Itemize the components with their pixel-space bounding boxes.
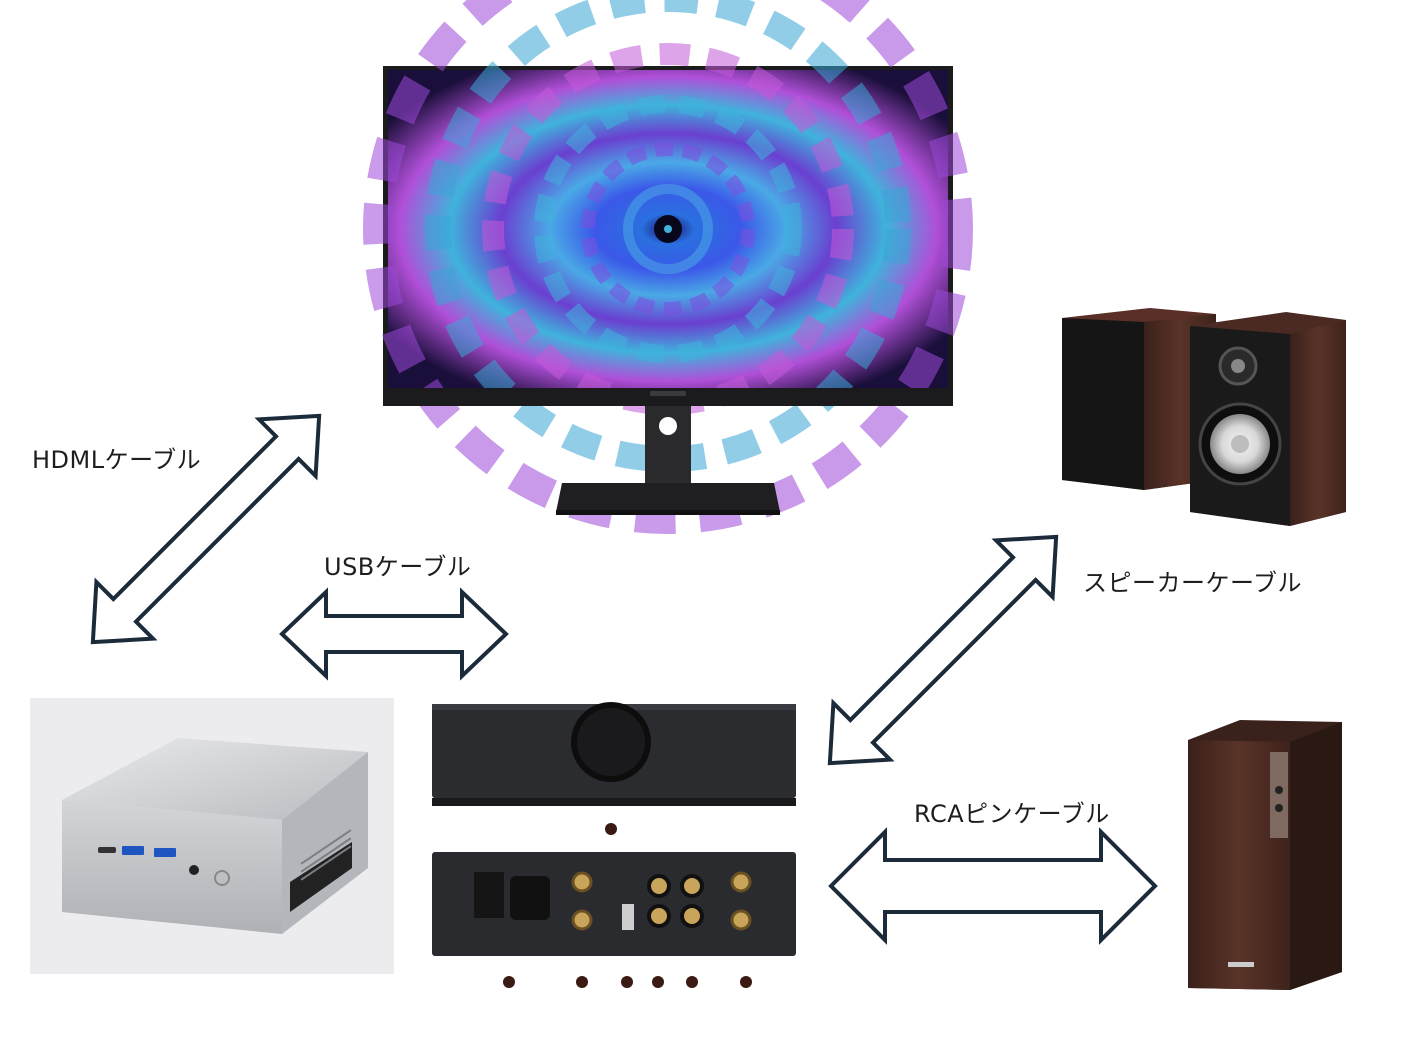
callout-markers	[503, 976, 752, 988]
hdmi-cable-label: HDMLケーブル	[32, 446, 202, 474]
rca-cable-label: RCAピンケーブル	[914, 800, 1110, 828]
speaker-cable-label: スピーカーケーブル	[1083, 569, 1303, 597]
kaleidoscope-pattern	[363, 0, 973, 534]
tower-speaker-icon	[1188, 720, 1342, 990]
usb-cable-label: USBケーブル	[324, 553, 472, 581]
monitor-icon	[363, 0, 973, 534]
speaker-arrow	[827, 534, 1059, 766]
callout-marker	[605, 823, 617, 835]
mini-pc-icon	[30, 698, 394, 974]
amplifier-icon	[432, 702, 796, 988]
hdmi-arrow	[90, 413, 322, 645]
rca-arrow	[828, 827, 1158, 945]
bookshelf-speakers-icon	[1062, 308, 1346, 526]
usb-arrow	[279, 587, 509, 681]
